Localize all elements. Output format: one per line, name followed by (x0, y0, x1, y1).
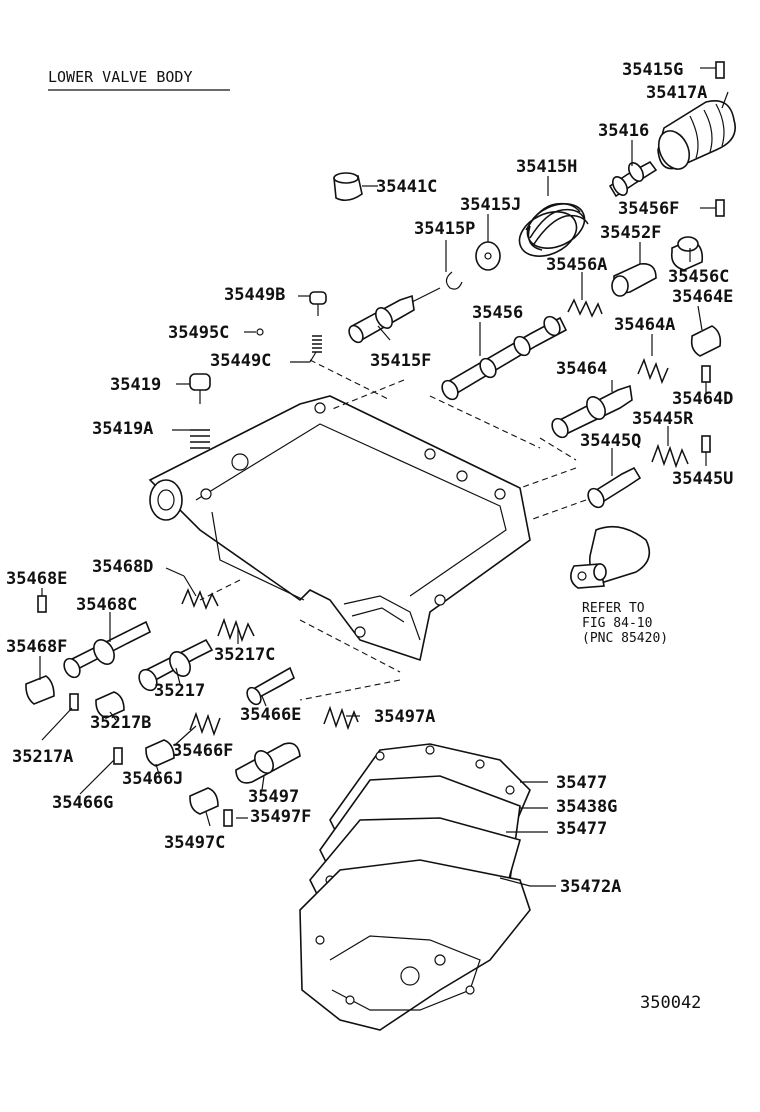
label-35449C[interactable]: 35449C (210, 351, 271, 371)
label-35464[interactable]: 35464 (556, 359, 607, 379)
part-35456F[interactable] (715, 199, 725, 217)
diagram-title: LOWER VALVE BODY (48, 68, 193, 86)
label-35497[interactable]: 35497 (248, 787, 299, 807)
label-35217A[interactable]: 35217A (12, 747, 73, 767)
part-35419A-spring[interactable] (190, 429, 210, 449)
label-35438G[interactable]: 35438G (556, 797, 617, 817)
label-35415J[interactable]: 35415J (460, 195, 521, 215)
part-35217B[interactable] (95, 691, 125, 719)
label-35419[interactable]: 35419 (110, 375, 161, 395)
label-35415P[interactable]: 35415P (414, 219, 475, 239)
label-35456F[interactable]: 35456F (618, 199, 679, 219)
plate-35472A (299, 859, 531, 1031)
label-35452F[interactable]: 35452F (600, 223, 661, 243)
part-35217C-spring[interactable] (217, 617, 255, 643)
part-35449B[interactable] (309, 291, 327, 316)
figure-number: 350042 (640, 993, 701, 1013)
label-35456C[interactable]: 35456C (668, 267, 729, 287)
label-35415H[interactable]: 35415H (516, 157, 577, 177)
label-35468D[interactable]: 35468D (92, 557, 153, 577)
label-35464E[interactable]: 35464E (672, 287, 733, 307)
label-35217B[interactable]: 35217B (90, 713, 151, 733)
part-35456[interactable] (439, 314, 568, 402)
label-35497A[interactable]: 35497A (374, 707, 435, 727)
label-35445U[interactable]: 35445U (672, 469, 733, 489)
part-35466G[interactable] (113, 747, 123, 765)
part-35464[interactable] (549, 384, 633, 440)
label-35466J[interactable]: 35466J (122, 769, 183, 789)
leader-lines (39, 67, 729, 887)
part-35415P[interactable] (475, 241, 501, 271)
label-35497F[interactable]: 35497F (250, 807, 311, 827)
label-35468F[interactable]: 35468F (6, 637, 67, 657)
label-35217[interactable]: 35217 (154, 681, 205, 701)
label-35477-upper[interactable]: 35477 (556, 773, 607, 793)
part-35415F[interactable] (346, 287, 441, 345)
label-35417A[interactable]: 35417A (646, 83, 707, 103)
part-35419[interactable] (189, 373, 211, 404)
part-35497A-spring[interactable] (323, 705, 359, 731)
part-35445U[interactable] (701, 435, 711, 453)
label-35472A[interactable]: 35472A (560, 877, 621, 897)
part-35464D[interactable] (701, 365, 711, 383)
refer-line1: REFER TO (582, 601, 645, 616)
part-35445R-spring[interactable] (651, 443, 689, 469)
label-35449B[interactable]: 35449B (224, 285, 285, 305)
part-35441C[interactable] (333, 172, 363, 202)
label-35416[interactable]: 35416 (598, 121, 649, 141)
label-35441C[interactable]: 35441C (376, 177, 437, 197)
label-35445R[interactable]: 35445R (632, 409, 694, 429)
label-35466F[interactable]: 35466F (172, 741, 233, 761)
alignment-lines (199, 359, 587, 701)
label-35419A[interactable]: 35419A (92, 419, 153, 439)
part-35456C[interactable] (670, 236, 704, 271)
part-35468E[interactable] (37, 595, 47, 613)
part-35445Q[interactable] (585, 466, 642, 510)
part-35464A-spring[interactable] (637, 357, 669, 385)
label-35477-lower[interactable]: 35477 (556, 819, 607, 839)
part-35417A[interactable] (653, 100, 736, 174)
part-35468D-spring[interactable] (181, 587, 219, 611)
part-35415G[interactable] (715, 61, 725, 79)
part-35497F[interactable] (223, 809, 233, 827)
solenoid-assembly[interactable] (570, 525, 651, 589)
part-35452F[interactable] (611, 262, 657, 297)
part-35217[interactable] (136, 638, 214, 694)
part-35466F-spring[interactable] (189, 711, 221, 737)
label-35468E[interactable]: 35468E (6, 569, 67, 589)
part-35468C[interactable] (61, 620, 152, 680)
label-35468C[interactable]: 35468C (76, 595, 137, 615)
part-35464E[interactable] (690, 325, 722, 357)
part-35449C-spring[interactable] (312, 335, 322, 353)
refer-line3: (PNC 85420) (582, 631, 668, 646)
part-35456A-spring[interactable] (567, 298, 603, 318)
part-35217A[interactable] (69, 693, 79, 711)
label-35464D[interactable]: 35464D (672, 389, 733, 409)
part-35495C[interactable] (256, 328, 264, 336)
label-35217C[interactable]: 35217C (214, 645, 275, 665)
label-35495C[interactable]: 35495C (168, 323, 229, 343)
label-35466E[interactable]: 35466E (240, 705, 301, 725)
label-35497C[interactable]: 35497C (164, 833, 225, 853)
part-35497[interactable] (235, 742, 301, 784)
label-35456[interactable]: 35456 (472, 303, 523, 323)
part-clip[interactable] (445, 271, 463, 290)
label-35466G[interactable]: 35466G (52, 793, 113, 813)
part-35466E[interactable] (244, 666, 296, 707)
part-35466J[interactable] (145, 739, 175, 767)
refer-line2: FIG 84-10 (582, 616, 652, 631)
part-35416[interactable] (608, 160, 658, 198)
part-35415H-spring[interactable] (512, 195, 591, 265)
label-35445Q[interactable]: 35445Q (580, 431, 641, 451)
label-35464A[interactable]: 35464A (614, 315, 675, 335)
upper-body-casting (148, 395, 531, 662)
label-35456A[interactable]: 35456A (546, 255, 607, 275)
part-labels: 35415G 35417A 35416 35415H 35441C 35415J… (6, 60, 733, 897)
label-35415F[interactable]: 35415F (370, 351, 431, 371)
part-35497C[interactable] (189, 787, 219, 815)
part-35468F[interactable] (25, 675, 55, 705)
label-35415G[interactable]: 35415G (622, 60, 683, 80)
